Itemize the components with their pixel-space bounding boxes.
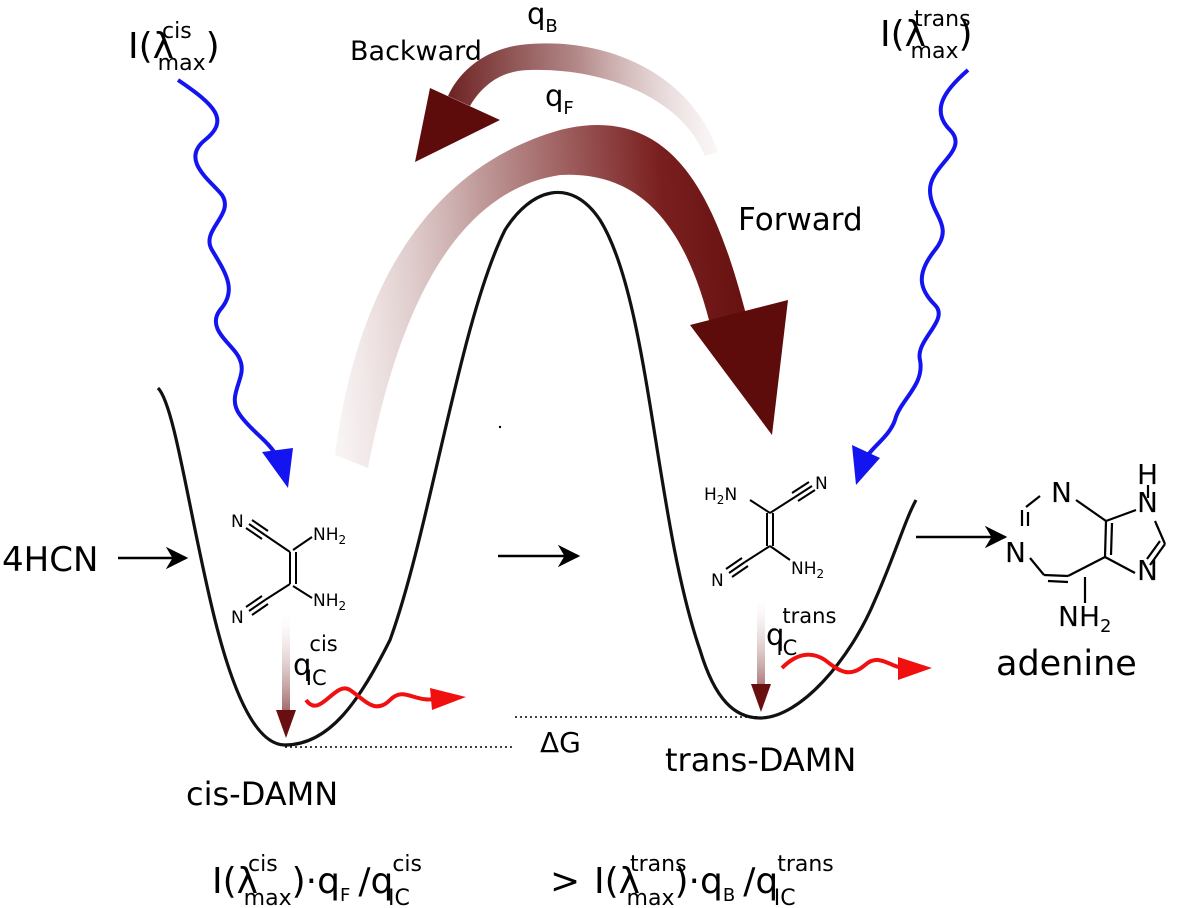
adenine-atom-n3: N [1005, 536, 1026, 569]
label-adenine: adenine [996, 644, 1137, 684]
ic-cis-arrow-head [276, 710, 296, 738]
trans-atom-h2n: H2N [704, 485, 737, 507]
label-4hcn: 4HCN [2, 540, 98, 580]
cis-atom-n1: N [231, 512, 244, 532]
trans-atom-nh2: NH2 [791, 559, 824, 581]
trans-atom-n2: N [711, 571, 724, 591]
photon-in-trans-head [852, 445, 880, 485]
label-qf: qF [545, 79, 574, 119]
photon-in-cis-head [262, 448, 293, 488]
greater-than: > [550, 861, 580, 902]
cis-damn-structure [245, 519, 313, 616]
photon-out-trans-head [898, 657, 932, 680]
photon-in-trans [866, 68, 970, 457]
forward-arrow-head [690, 300, 788, 435]
adenine-atom-nh2: NH2 [1058, 600, 1111, 637]
potential-energy-curve [156, 190, 918, 747]
label-qb: qB [527, 0, 558, 37]
label-cis-damn: cis-DAMN [186, 775, 338, 813]
adenine-structure [1020, 485, 1167, 603]
photon-in-cis [176, 78, 280, 460]
ic-trans-arrow-head [751, 684, 771, 712]
photon-out-cis [304, 686, 441, 709]
photon-out-cis-head [430, 688, 466, 710]
label-delta-g: ΔG [540, 726, 581, 759]
label-trans-damn: trans-DAMN [665, 741, 856, 779]
adenine-atom-n7: N [1137, 554, 1158, 587]
trans-atom-n1: N [815, 474, 828, 494]
cis-atom-n2: N [231, 608, 244, 628]
forward-arrow-body [335, 125, 750, 468]
cis-atom-nh2-top: NH2 [313, 525, 346, 547]
backward-arrow-body [448, 43, 718, 156]
adenine-atom-n1: N [1051, 476, 1072, 509]
label-backward: Backward [350, 36, 482, 67]
backward-arrow-head [415, 88, 500, 162]
ic-trans-arrow-shaft [757, 598, 765, 688]
photon-out-trans [780, 652, 906, 675]
adenine-atom-h9: H [1137, 458, 1158, 491]
ic-cis-arrow-shaft [282, 615, 290, 715]
label-forward: Forward [738, 202, 863, 238]
tick-mark [498, 425, 502, 429]
trans-damn-structure [725, 481, 816, 578]
cis-atom-nh2-bottom: NH2 [313, 591, 346, 613]
adenine-atom-n9: N [1137, 486, 1158, 519]
